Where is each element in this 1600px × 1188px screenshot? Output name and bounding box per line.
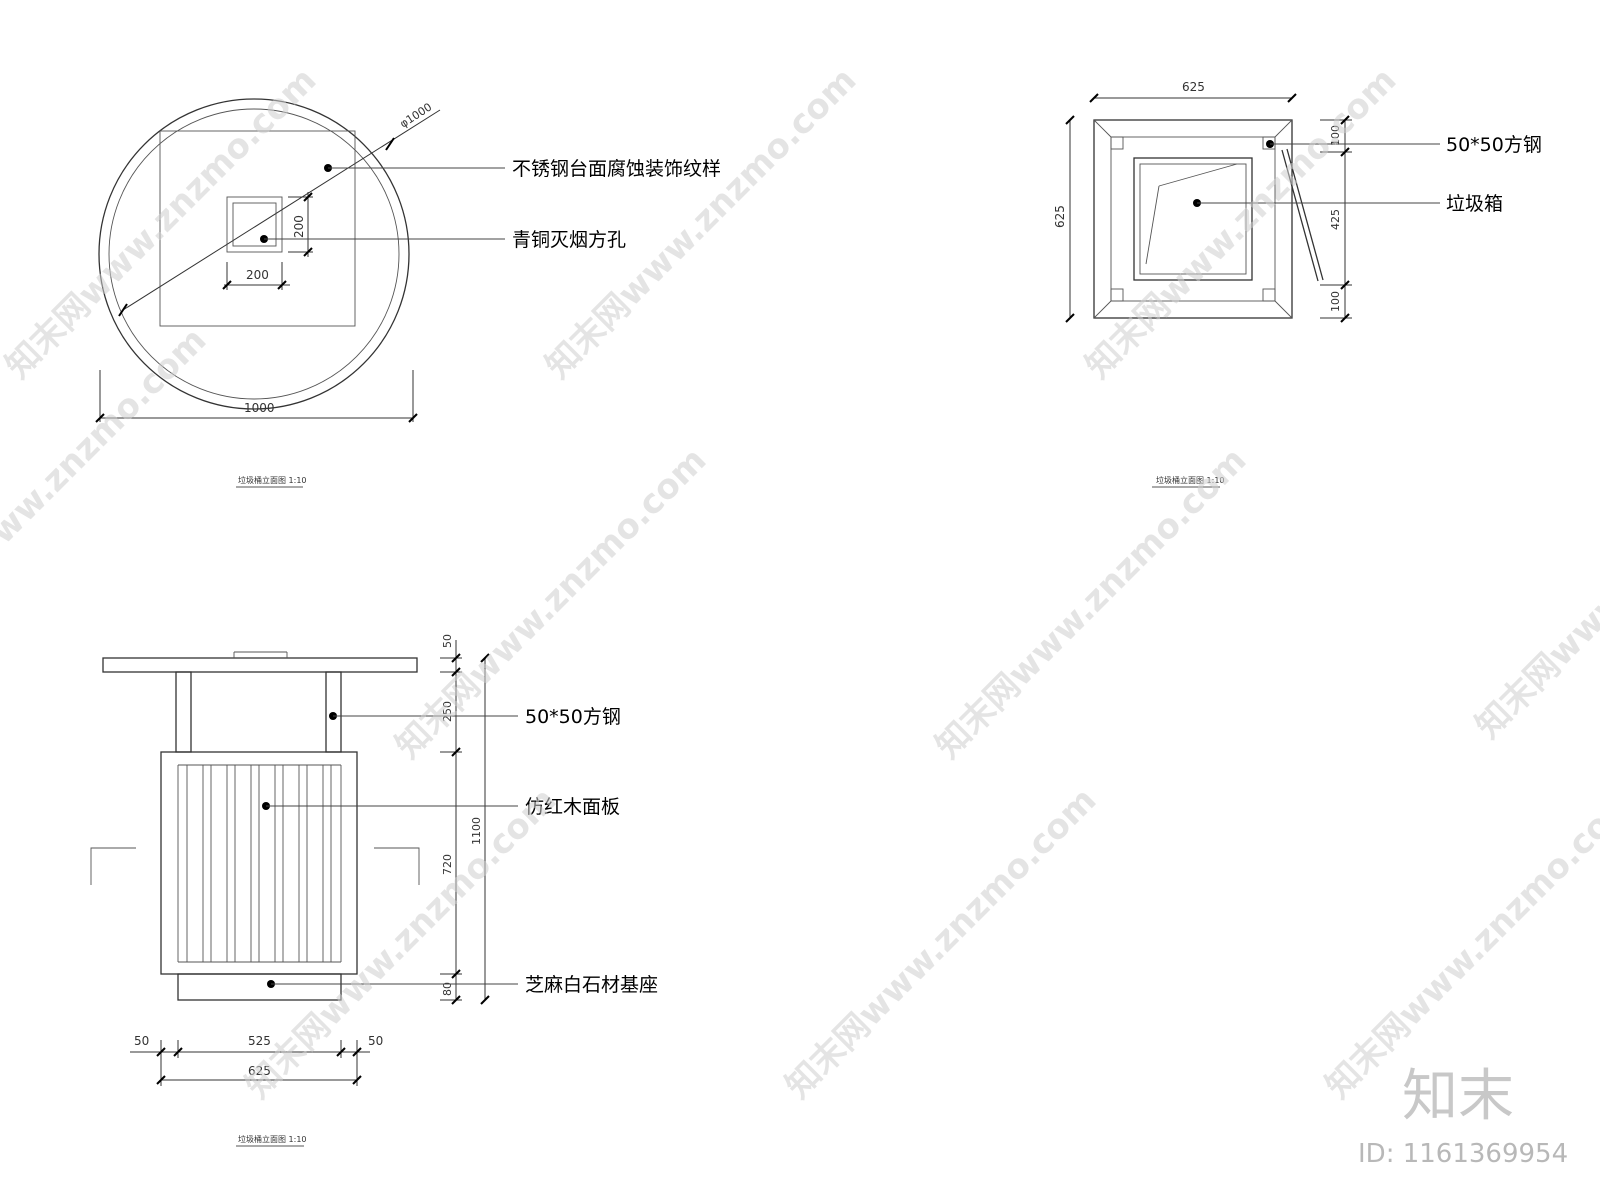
stone-base <box>177 973 342 1001</box>
section-height-text: 625 <box>1053 205 1067 228</box>
tabletop-square <box>159 130 356 327</box>
elev-base-text: 80 <box>441 982 454 996</box>
watermark-logo: 知末 <box>1402 1064 1514 1129</box>
elevation-view: 50 250 720 80 1100 50 525 50 625 50*50方钢… <box>90 634 658 1147</box>
diameter-line <box>122 109 441 311</box>
section-bottom-text: 100 <box>1329 291 1342 312</box>
elev-h-right-text: 50 <box>368 1034 383 1048</box>
watermark-text: 知末网www.znzmo.com <box>238 780 564 1106</box>
plan-width-text: 1000 <box>244 401 275 415</box>
section-width-text: 625 <box>1182 80 1205 94</box>
tabletop-circle-inner <box>108 108 400 400</box>
section-middle-text: 425 <box>1329 209 1342 230</box>
diameter-text: φ1000 <box>398 100 435 130</box>
watermark-text: 知末网www.znzmo.com <box>538 60 864 386</box>
label-top-finish: 不锈钢台面腐蚀装饰纹样 <box>512 158 721 180</box>
elev-post-text: 250 <box>441 701 454 722</box>
section-view: 625 625 100 425 100 50*50方钢 垃圾箱 垃圾桶立面图 1… <box>1053 80 1542 488</box>
ash-hole-inner <box>232 202 277 247</box>
left-post <box>175 671 192 753</box>
watermark-text: 知末网www.znzmo.com <box>1078 60 1404 386</box>
watermark-layer: 知末网www.znzmo.com 知末网www.znzmo.com 知末网www… <box>0 60 1600 1169</box>
ash-hole-outer <box>226 196 283 253</box>
elev-h-total-text: 625 <box>248 1064 271 1078</box>
bin-frame-inner <box>1110 136 1276 302</box>
ground-mark-left <box>90 847 136 885</box>
watermark-text: 知末网www.znzmo.com <box>1468 420 1600 746</box>
top-slab <box>102 657 418 673</box>
inner-bin-inner <box>1139 163 1247 275</box>
elev-total-text: 1100 <box>470 817 483 845</box>
label-bin: 垃圾箱 <box>1446 193 1503 215</box>
label-panel: 仿红木面板 <box>525 796 620 818</box>
hole-height-text: 200 <box>292 215 306 238</box>
label-section-steel: 50*50方钢 <box>1446 134 1542 156</box>
elev-h-left-text: 50 <box>134 1034 149 1048</box>
watermark-id: ID: 1161369954 <box>1358 1139 1568 1169</box>
bin-liner <box>1145 185 1160 265</box>
elev-body-text: 720 <box>441 854 454 875</box>
bin-door <box>1281 149 1319 282</box>
hole-width-text: 200 <box>246 268 269 282</box>
right-post <box>325 671 342 753</box>
inner-bin-outer <box>1133 157 1253 281</box>
watermark-text: 知末网www.znzmo.com <box>1318 780 1600 1106</box>
section-caption: 垃圾桶立面图 1:10 <box>1156 475 1225 485</box>
label-base: 芝麻白石材基座 <box>525 974 658 996</box>
elev-h-mid-text: 525 <box>248 1034 271 1048</box>
elev-top-text: 50 <box>441 634 454 648</box>
tabletop-circle-outer <box>98 98 410 410</box>
wood-slats <box>177 764 342 963</box>
watermark-text: 知末网www.znzmo.com <box>928 440 1254 766</box>
bin-frame-outer <box>1093 119 1293 319</box>
label-ashtray: 青铜灭烟方孔 <box>512 229 626 251</box>
elevation-caption: 垃圾桶立面图 1:10 <box>238 1134 307 1144</box>
ground-mark-right <box>374 847 420 885</box>
watermark-text: 知末网www.znzmo.com <box>778 780 1104 1106</box>
plan-caption: 垃圾桶立面图 1:10 <box>238 475 307 485</box>
label-elev-steel: 50*50方钢 <box>525 706 621 728</box>
section-top-text: 100 <box>1329 125 1342 146</box>
